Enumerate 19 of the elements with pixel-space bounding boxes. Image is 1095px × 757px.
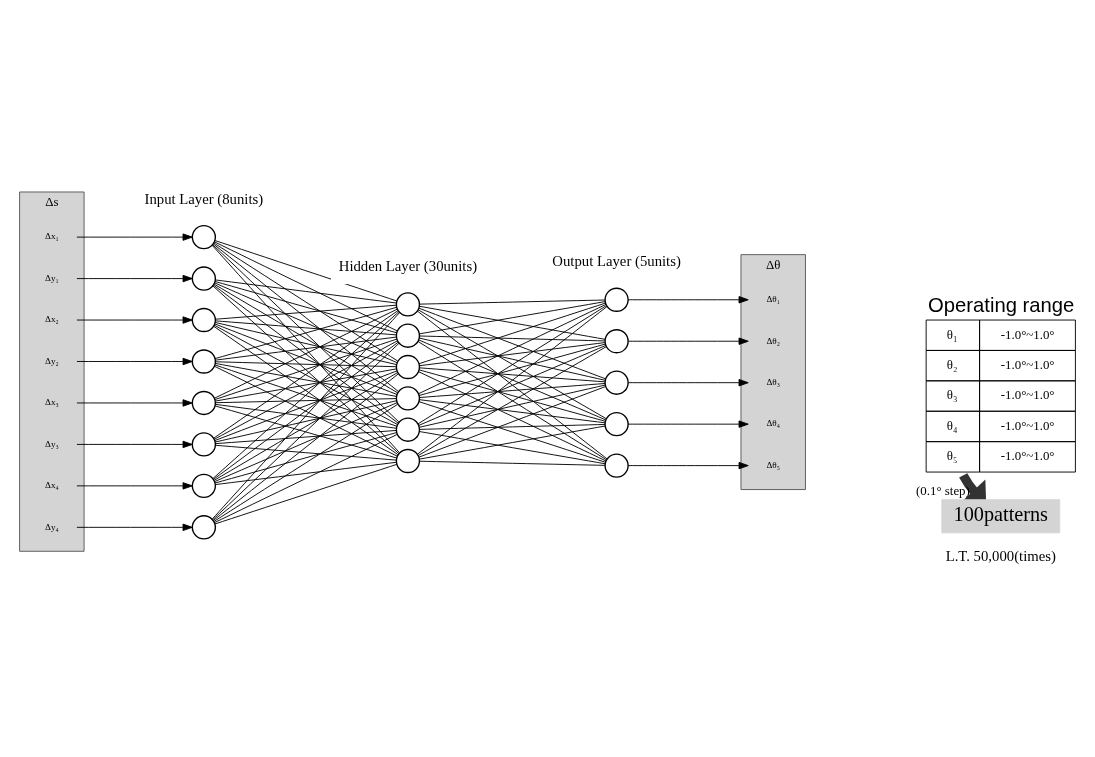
label: Output Layer (5units): [552, 252, 681, 269]
node-text: Δθ₄: [766, 417, 780, 428]
node-text: Δx₄: [44, 479, 59, 490]
node-text: Δx₃: [44, 396, 59, 407]
label: L.T. 50,000(times): [945, 547, 1056, 564]
node-text: Δθ₅: [766, 459, 780, 470]
node-text: Δy₂: [44, 355, 59, 366]
node-label: Operating range: [928, 293, 1075, 316]
label: Input Layer (8units): [144, 190, 264, 207]
node-text: Δx₂: [44, 313, 59, 324]
node-text: Δθ₃: [766, 376, 780, 387]
node-text: Δx₁: [44, 230, 59, 241]
node-text: Δθ₁: [766, 293, 780, 304]
node-text: Δy₄: [44, 521, 59, 532]
node-text: Δy₁: [44, 272, 59, 283]
edge-label: (0.1° step): [916, 483, 970, 498]
node-text: Δθ₂: [766, 335, 780, 346]
node-text: Δy₃: [44, 438, 59, 449]
label: Hidden Layer (30units): [338, 257, 478, 274]
